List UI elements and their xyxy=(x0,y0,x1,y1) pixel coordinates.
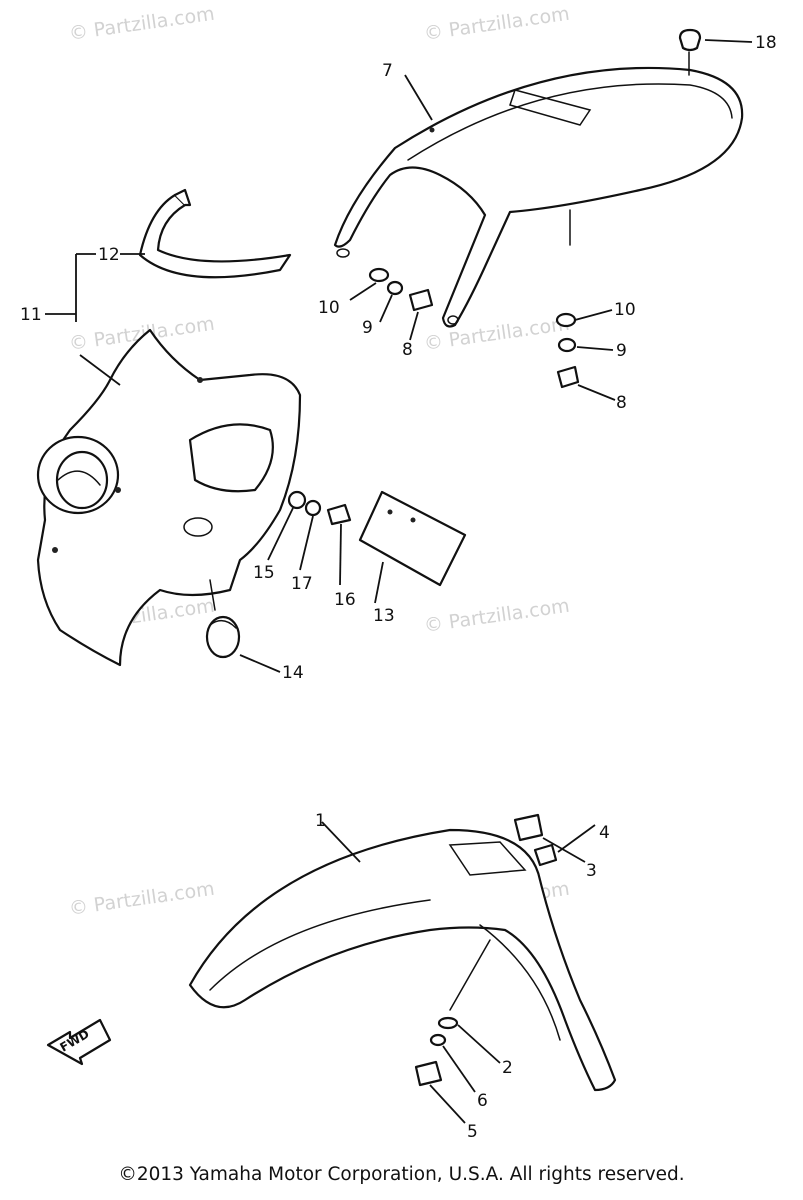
callout-2: 2 xyxy=(502,1058,513,1078)
callout-9-right: 9 xyxy=(616,341,627,361)
callout-8: 8 xyxy=(402,340,413,360)
front-fender-hardware-bottom xyxy=(414,1016,459,1087)
rubber-plug xyxy=(205,579,241,659)
watermark: © Partzilla.com xyxy=(68,3,216,45)
callout-14: 14 xyxy=(282,663,304,683)
callout-12: 12 xyxy=(98,245,120,265)
callout-10-right: 10 xyxy=(614,300,636,320)
headlight-body xyxy=(36,328,302,667)
watermark: © Partzilla.com xyxy=(423,595,571,637)
callout-18: 18 xyxy=(755,33,777,53)
callout-13: 13 xyxy=(373,606,395,626)
mounting-plate xyxy=(358,490,467,587)
front-fender-hardware-top xyxy=(513,813,558,867)
callout-9: 9 xyxy=(362,318,373,338)
callout-5: 5 xyxy=(467,1122,478,1142)
callout-8-right: 8 xyxy=(616,393,627,413)
callout-15: 15 xyxy=(253,563,275,583)
rear-fender xyxy=(333,66,744,328)
headlight-body-hardware xyxy=(287,490,352,526)
leader-lines xyxy=(45,39,753,1124)
rubber-cap xyxy=(678,28,702,76)
watermark: © Partzilla.com xyxy=(68,878,216,920)
watermark: © Partzilla.com xyxy=(423,3,571,45)
headlight-band xyxy=(138,188,292,279)
callout-11: 11 xyxy=(20,305,42,325)
copyright-notice: ©2013 Yamaha Motor Corporation, U.S.A. A… xyxy=(118,1164,685,1185)
callout-7: 7 xyxy=(382,61,393,81)
callout-1: 1 xyxy=(315,811,326,831)
callout-10: 10 xyxy=(318,298,340,318)
front-fender xyxy=(188,828,617,1092)
callout-4: 4 xyxy=(599,823,610,843)
rear-fender-hardware xyxy=(368,267,580,389)
callout-17: 17 xyxy=(291,574,313,594)
callout-16: 16 xyxy=(334,590,356,610)
callout-6: 6 xyxy=(477,1091,488,1111)
forward-arrow-icon: FWD xyxy=(46,1018,112,1066)
callouts: 1 2 3 4 5 6 7 8 8 9 9 10 10 11 12 13 14 … xyxy=(20,33,777,1142)
callout-3: 3 xyxy=(586,861,597,881)
